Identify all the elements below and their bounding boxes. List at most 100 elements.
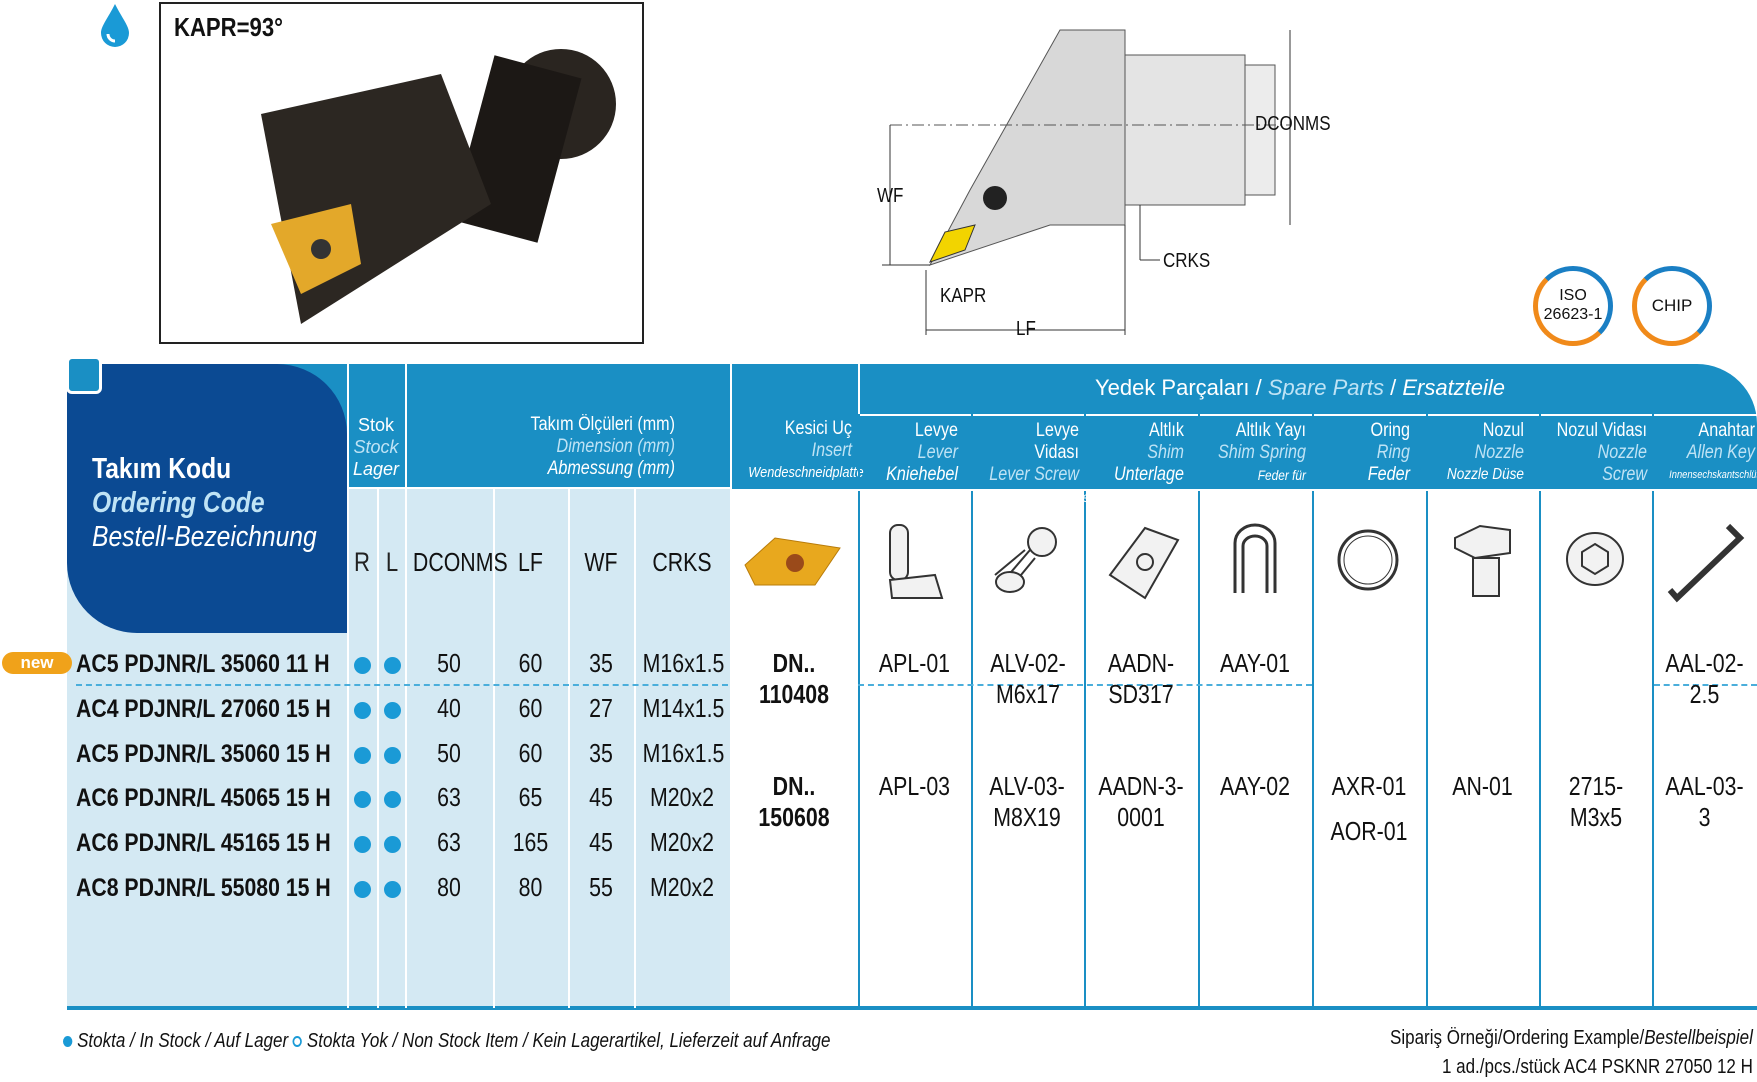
dim-label-dconms: DCONMS [1255, 113, 1331, 135]
lf-value: 65 [518, 782, 543, 812]
new-badge: new [2, 652, 72, 674]
tr: Altlık Yayı [1235, 420, 1306, 441]
allen-key-icon [1667, 523, 1745, 603]
dconms-value: 50 [437, 738, 461, 768]
new-badge-label: new [20, 653, 54, 672]
ordering-code: AC5 PDJNR/L 35060 15 H [76, 740, 331, 768]
dimension-header: Takım Ölçüleri (mm) Dimension (mm) Abmes… [446, 414, 675, 480]
non-stock-dot-icon [292, 1036, 303, 1047]
divider [347, 364, 349, 1008]
de: Düse Schraube [1559, 488, 1647, 505]
stock-tr: Stok [357, 415, 395, 435]
lever-screw-icon [994, 527, 1057, 593]
de: Feder [1367, 464, 1410, 485]
dconms-value: 63 [437, 827, 461, 857]
divider [858, 414, 860, 1008]
stock-l-dot-icon [384, 657, 401, 674]
product-photo: KAPR=93° [159, 2, 644, 344]
lf-value: 60 [518, 648, 543, 678]
key-group2: AAL-03-3 [1665, 771, 1744, 832]
dim-label-wf: WF [877, 185, 904, 207]
de: Innensechskantschlüssel [1669, 469, 1757, 481]
sep: / [1249, 375, 1268, 400]
technical-drawing [882, 29, 1291, 335]
nozzle-group2: AN-01 [1452, 771, 1513, 801]
insert-group2: DN.. 150608 [758, 771, 830, 832]
title-de: Bestell-Bezeichnung [92, 521, 317, 553]
sep: / [1383, 375, 1403, 400]
wf-value: 27 [589, 693, 613, 723]
stock-r-dot-icon [354, 791, 371, 808]
row-separator [1654, 684, 1757, 686]
dim-label-lf: LF [1016, 318, 1036, 340]
row-separator [858, 684, 1312, 686]
dconms-value: 80 [437, 872, 461, 902]
lf-value: 165 [512, 827, 549, 857]
tr: Nozul Vidası [1556, 420, 1647, 441]
dims-en: Dimension (mm) [556, 436, 675, 457]
corner-tab-icon [66, 356, 102, 394]
title-en: Ordering Code [92, 487, 265, 519]
col-crks: CRKS [652, 547, 712, 577]
stock-r-dot-icon [354, 881, 371, 898]
divider [858, 414, 1757, 416]
dconms-value: 63 [437, 782, 461, 812]
lf-value: 60 [518, 693, 543, 723]
ordering-code: AC4 PDJNR/L 27060 15 H [76, 695, 331, 723]
tr: Levye [914, 420, 958, 441]
lever-group2: APL-03 [878, 771, 951, 801]
shim-spring-group1: AAY-01 [1220, 648, 1290, 678]
en: Lever [917, 442, 958, 463]
crks-value: M20x2 [649, 827, 714, 857]
stock-r-dot-icon [354, 836, 371, 853]
crks-value: M14x1.5 [642, 693, 725, 723]
iso-badge-line2: 26623-1 [1543, 306, 1603, 323]
shim-group2: AADN-3-0001 [1098, 771, 1184, 832]
lever-screw-group1: ALV-02-M6x17 [990, 648, 1066, 709]
spare-parts-header: Yedek Parçaları / Spare Parts / Ersatzte… [860, 375, 1740, 401]
divider [1198, 414, 1200, 1008]
stock-legend: Stokta / In Stock / Auf Lager Stokta Yok… [63, 1030, 830, 1053]
divider [347, 487, 730, 489]
wf-value: 35 [589, 738, 613, 768]
en: Shim Spring [1218, 442, 1306, 463]
lever-group1: APL-01 [878, 648, 951, 678]
tr: Anahtar [1698, 420, 1755, 441]
col-l: L [385, 547, 399, 577]
divider [1652, 414, 1654, 1008]
stock-l-dot-icon [384, 702, 401, 719]
chip-badge: CHIP [1632, 266, 1712, 346]
shim-spring-icon [1233, 523, 1277, 593]
wf-value: 45 [589, 782, 613, 812]
dim-label-kapr: KAPR [940, 285, 987, 307]
tr: Altlık [1148, 420, 1184, 441]
dims-de: Abmessung (mm) [547, 458, 675, 479]
en: Shim [1147, 442, 1184, 463]
nozzle-icon [1454, 524, 1511, 597]
divider [1312, 414, 1314, 1008]
wf-value: 55 [589, 872, 613, 902]
stock-de: Lager [352, 459, 400, 479]
spare-de: Ersatzteile [1402, 375, 1506, 400]
insert-en: Insert [811, 440, 852, 461]
stock-l-dot-icon [384, 881, 401, 898]
lf-value: 80 [518, 872, 543, 902]
insert-de: Wendeschneidplatte [748, 464, 864, 481]
divider [1426, 414, 1428, 1008]
insert-tr: Kesici Uç [784, 418, 852, 439]
col-r: R [354, 547, 370, 577]
en: Lever Screw [989, 464, 1079, 485]
tr: Levye Vidası [1034, 420, 1079, 463]
en: Allen Key [1686, 442, 1755, 463]
en: Nozzle [1474, 442, 1524, 463]
stock-l-dot-icon [384, 791, 401, 808]
kapr-label: KAPR=93° [174, 12, 283, 42]
de: Feder für Unterlage [1254, 467, 1306, 505]
de: Kniehebelschraube [987, 489, 1090, 505]
